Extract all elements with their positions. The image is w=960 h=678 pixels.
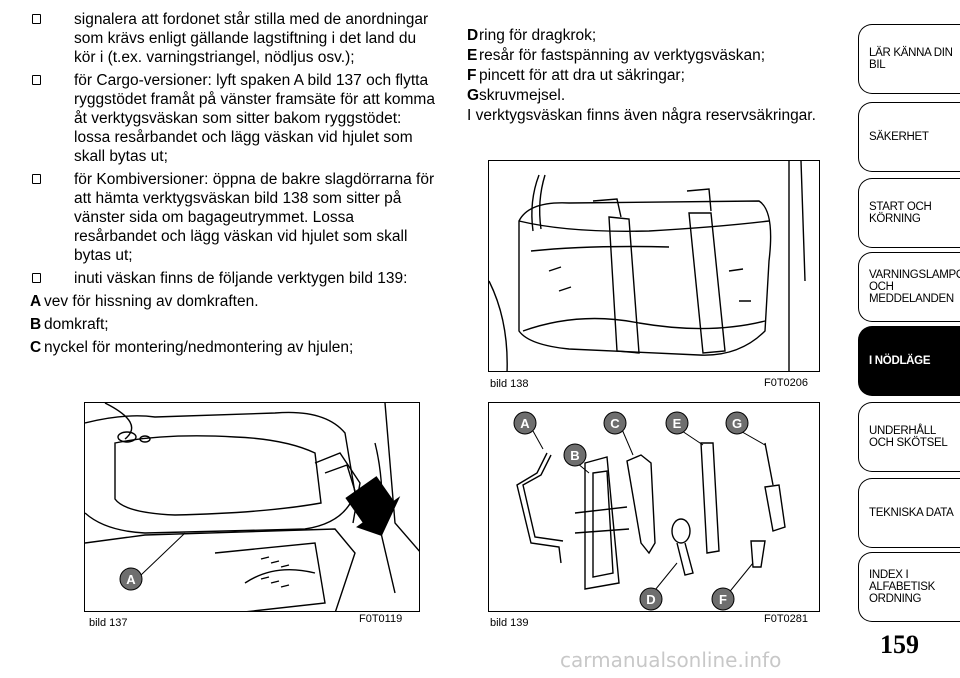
figure-137-code: F0T0119 <box>359 613 403 625</box>
tow-ring-tool <box>671 518 691 544</box>
bullet-item: för Cargo-versioner: lyft spaken A bild … <box>30 71 440 166</box>
tab-underhall-och-skotsel[interactable]: UNDERHÅLL OCH SKÖTSEL <box>858 402 960 472</box>
callout-f-badge <box>711 587 735 611</box>
callout-c-label: C <box>610 416 620 431</box>
callout-g-label: G <box>732 416 742 431</box>
figure-138-code: F0T0206 <box>764 377 809 389</box>
jack-tool <box>584 456 620 590</box>
callout-d-badge <box>639 587 663 611</box>
bullet-item: inuti väskan finns de följande verktygen… <box>30 269 440 288</box>
tool-bag-illustration <box>489 161 806 371</box>
tab-tekniska-data[interactable]: TEKNISKA DATA <box>858 478 960 548</box>
crank-tool <box>516 452 562 564</box>
chapter-sidebar: LÄR KÄNNA DIN BIL SÄKERHET START OCH KÖR… <box>858 0 960 678</box>
tab-start-och-korning[interactable]: START OCH KÖRNING <box>858 178 960 248</box>
tab-index[interactable]: INDEX I ALFABETISK ORDNING <box>858 552 960 622</box>
bullet-item: signalera att fordonet står stilla med d… <box>30 10 440 67</box>
figure-139-caption: bild 139 <box>490 617 529 629</box>
figure-139: A B C D E F G <box>488 402 820 612</box>
callout-c-badge <box>603 411 627 435</box>
checkbox-bullet-icon <box>32 14 41 24</box>
seat-illustration: A <box>85 403 419 611</box>
callout-a-badge <box>119 567 143 591</box>
callout-e-label: E <box>673 416 682 431</box>
page-number: 159 <box>880 630 919 659</box>
callout-b-badge <box>563 443 587 467</box>
checkbox-bullet-icon <box>32 174 41 184</box>
wheel-wrench-tool <box>626 454 656 555</box>
note-text: I verktygsväskan finns även några reserv… <box>467 107 816 124</box>
checkbox-bullet-icon <box>32 75 41 85</box>
callout-g-badge <box>725 411 749 435</box>
figure-138-caption: bild 138 <box>490 378 529 390</box>
watermark: carmanualsonline.info <box>560 648 782 672</box>
callout-e-badge <box>665 411 689 435</box>
figure-137: A <box>84 402 420 612</box>
strap-tool <box>700 442 720 554</box>
screwdriver-tool <box>764 442 786 532</box>
tools-illustration: A B C D E F G <box>513 411 786 611</box>
callout-a-label: A <box>126 572 136 587</box>
figure-138 <box>488 160 820 372</box>
arrow-icon <box>345 476 401 536</box>
callout-b-label: B <box>570 448 579 463</box>
checkbox-bullet-icon <box>32 273 41 283</box>
tab-lar-kanna-din-bil[interactable]: LÄR KÄNNA DIN BIL <box>858 24 960 94</box>
tab-varningslampor[interactable]: VARNINGSLAMPOR OCH MEDDELANDEN <box>858 252 960 322</box>
bullet-item: för Kombiversioner: öppna de bakre slagd… <box>30 170 440 265</box>
tab-sakerhet[interactable]: SÄKERHET <box>858 102 960 172</box>
left-column: signalera att fordonet står stilla med d… <box>30 10 440 361</box>
callout-a-badge <box>513 411 537 435</box>
figure-137-caption: bild 137 <box>89 617 128 629</box>
callout-a-label: A <box>520 416 530 431</box>
figure-139-code: F0T0281 <box>764 613 809 625</box>
callout-d-label: D <box>646 592 655 607</box>
tab-i-nodlage[interactable]: I NÖDLÄGE <box>858 326 960 396</box>
callout-f-label: F <box>719 592 727 607</box>
callout-badges: A B C D E F G <box>513 411 749 611</box>
fuse-puller-tool <box>750 540 766 568</box>
